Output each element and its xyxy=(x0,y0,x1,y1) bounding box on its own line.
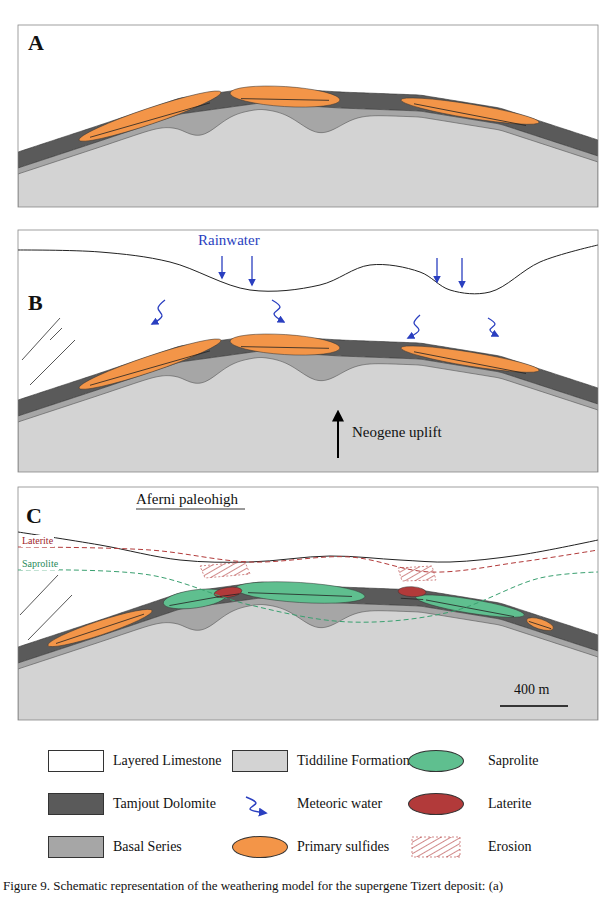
meteoric-water xyxy=(272,300,284,322)
fault-line xyxy=(28,595,72,640)
legend-swatch xyxy=(48,793,104,815)
section-panel xyxy=(18,331,598,472)
legend-text: Erosion xyxy=(488,839,532,855)
section-panel xyxy=(18,578,598,720)
rain-label: Rainwater xyxy=(198,232,260,249)
legend-text: Tiddiline Formation xyxy=(297,753,410,769)
legend-swatch xyxy=(232,750,288,772)
legend-text: Laterite xyxy=(488,796,532,812)
panel-frame xyxy=(18,487,598,720)
paleohigh-label: Aferni paleohigh xyxy=(136,491,238,508)
uplift-arrow xyxy=(337,412,339,458)
rain-arrow xyxy=(461,258,462,287)
profile-label: Laterite xyxy=(21,535,54,547)
ground-surface xyxy=(18,245,598,294)
legend-swatch xyxy=(48,750,104,772)
rain-arrow xyxy=(221,256,222,278)
legend-swatch xyxy=(48,836,104,858)
erosion-mark xyxy=(200,562,250,578)
panel-letter: A xyxy=(28,30,44,55)
fault-line xyxy=(22,318,60,360)
rain-arrow xyxy=(436,258,437,282)
fault-line xyxy=(30,340,75,385)
panel-letter: C xyxy=(26,503,42,528)
fault-line xyxy=(50,328,62,340)
legend-symbol xyxy=(246,797,266,813)
figure-caption: Figure 9. Schematic representation of th… xyxy=(3,879,503,894)
legend-swatch xyxy=(408,750,464,772)
panel-frame xyxy=(18,25,598,207)
rain-arrow xyxy=(251,256,252,285)
scale-bar xyxy=(500,705,568,707)
meteoric-water xyxy=(488,318,498,336)
uplift-label: Neogene uplift xyxy=(352,424,442,441)
legend-swatch xyxy=(408,793,464,815)
saprolite-front xyxy=(18,570,598,622)
legend-text: Primary sulfides xyxy=(297,839,389,855)
fault-line xyxy=(20,575,58,615)
section-panel xyxy=(18,83,598,207)
legend-swatch xyxy=(232,836,288,858)
profile-label: Saprolite xyxy=(21,558,59,570)
underline xyxy=(136,509,245,510)
panel-letter: B xyxy=(28,290,43,315)
laterite-front xyxy=(18,547,598,572)
panel-frame xyxy=(18,230,598,472)
legend-text: Basal Series xyxy=(113,839,182,855)
meteoric-water xyxy=(408,315,420,338)
scale-label: 400 m xyxy=(514,682,549,698)
legend-symbol xyxy=(412,837,460,857)
meteoric-water xyxy=(152,300,165,324)
ground-surface xyxy=(18,532,598,562)
erosion-mark xyxy=(398,566,436,581)
legend-text: Tamjout Dolomite xyxy=(113,796,216,812)
legend-text: Layered Limestone xyxy=(113,753,221,769)
legend-text: Meteoric water xyxy=(297,796,382,812)
legend-text: Saprolite xyxy=(488,753,539,769)
